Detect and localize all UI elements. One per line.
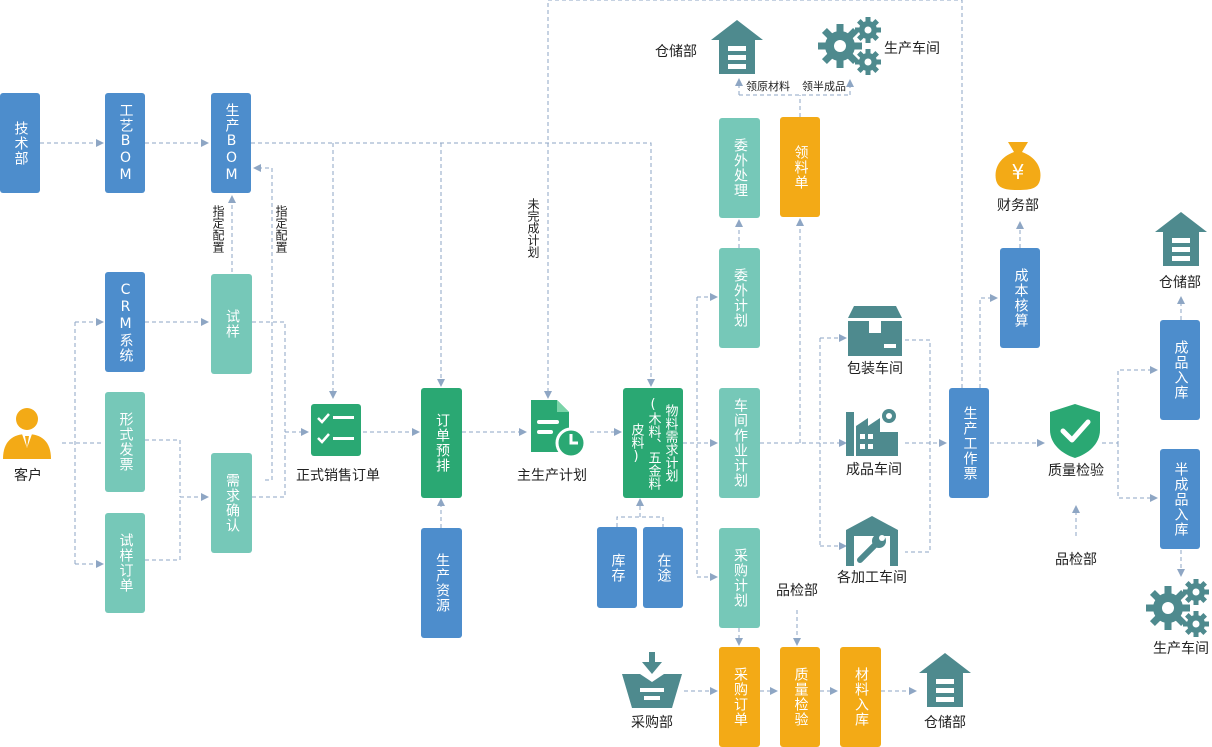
outsource-plan-node[interactable]: 委外计划 (719, 248, 760, 348)
shield-check-icon (1050, 404, 1100, 458)
purchase-plan-node[interactable]: 采购计划 (719, 528, 760, 628)
gear-icon (818, 17, 881, 75)
master-plan-icon (531, 400, 587, 458)
warehouse-icon (711, 20, 763, 74)
finished-ws-label: 成品车间 (846, 462, 902, 478)
finance-label: 财务部 (997, 198, 1039, 214)
warehouse-top-label: 仓储部 (655, 44, 697, 60)
stock-node[interactable]: 库存 (597, 527, 637, 608)
qc-dept-mid-label: 品检部 (776, 583, 818, 599)
gear-right-icon (1146, 579, 1209, 637)
in-transit-node[interactable]: 在途 (643, 527, 683, 608)
order-schedule-node[interactable]: 订单预排 (421, 388, 462, 498)
unfinished-plan-label: 未完成计划 (526, 198, 540, 258)
purchase-dept-label: 采购部 (631, 715, 673, 731)
demand-confirm-node[interactable]: 需求确认 (211, 453, 252, 553)
purchase-basket-icon (622, 652, 682, 708)
process-bom-node[interactable]: 工艺BOM (105, 93, 145, 193)
master-plan-label: 主生产计划 (517, 468, 587, 484)
svg-text:¥: ¥ (1012, 160, 1025, 184)
trial-node[interactable]: 试样 (211, 274, 252, 374)
packing-box-icon (848, 306, 902, 356)
finished-in-node[interactable]: 成品入库 (1160, 320, 1200, 420)
production-bom-node[interactable]: 生产BOM (211, 93, 251, 193)
semi-finished-in-node[interactable]: 半成品入库 (1160, 449, 1200, 549)
money-bag-icon: ¥ (995, 142, 1041, 190)
packing-ws-label: 包装车间 (847, 361, 903, 377)
mrp-line-1: 物料需求计划 (662, 404, 678, 482)
assign-config-label-1: 指定配置 (211, 205, 225, 253)
quality-check-mid-node[interactable]: 质量检验 (780, 647, 820, 747)
mrp-line-3: 皮料) (628, 422, 644, 464)
production-resource-node[interactable]: 生产资源 (421, 528, 462, 638)
wrench-icon (846, 516, 898, 566)
formal-order-icon (311, 404, 361, 456)
warehouse-right-icon (1155, 212, 1207, 266)
warehouse-right-label: 仓储部 (1159, 275, 1201, 291)
quality-check-label: 质量检验 (1048, 463, 1104, 479)
warehouse-bottom-label: 仓储部 (924, 715, 966, 731)
customer-icon (3, 408, 51, 459)
cost-accounting-node[interactable]: 成本核算 (1000, 248, 1040, 348)
customer-label: 客户 (14, 468, 42, 484)
purchase-order-node[interactable]: 采购订单 (719, 647, 760, 747)
material-in-node[interactable]: 材料入库 (840, 647, 881, 747)
form-invoice-node[interactable]: 形式发票 (105, 392, 145, 492)
formal-order-label: 正式销售订单 (296, 468, 380, 484)
mrp-line-2: (木料、五金料 (645, 396, 661, 490)
trial-order-node[interactable]: 试样订单 (105, 513, 145, 613)
workshop-right-label: 生产车间 (1153, 641, 1209, 657)
warehouse-bottom-icon (919, 653, 971, 707)
mrp-node[interactable]: 物料需求计划 (木料、五金料 皮料) (623, 388, 683, 498)
get-raw-label: 领原材料 (746, 80, 790, 93)
crm-system-node[interactable]: CRM系统 (105, 272, 145, 372)
assign-config-label-2: 指定配置 (274, 205, 288, 253)
outsource-process-node[interactable]: 委外处理 (719, 118, 760, 218)
workshop-plan-node[interactable]: 车间作业计划 (719, 388, 760, 498)
get-semi-label: 领半成品 (802, 80, 846, 93)
qc-dept-label: 品检部 (1055, 552, 1097, 568)
processing-ws-label: 各加工车间 (837, 570, 907, 586)
factory-icon (846, 409, 898, 456)
workshop-top-label: 生产车间 (884, 41, 940, 57)
picking-list-node[interactable]: 领料单 (780, 117, 820, 217)
tech-dept-node[interactable]: 技术部 (0, 93, 40, 193)
work-ticket-node[interactable]: 生产工作票 (949, 388, 989, 498)
